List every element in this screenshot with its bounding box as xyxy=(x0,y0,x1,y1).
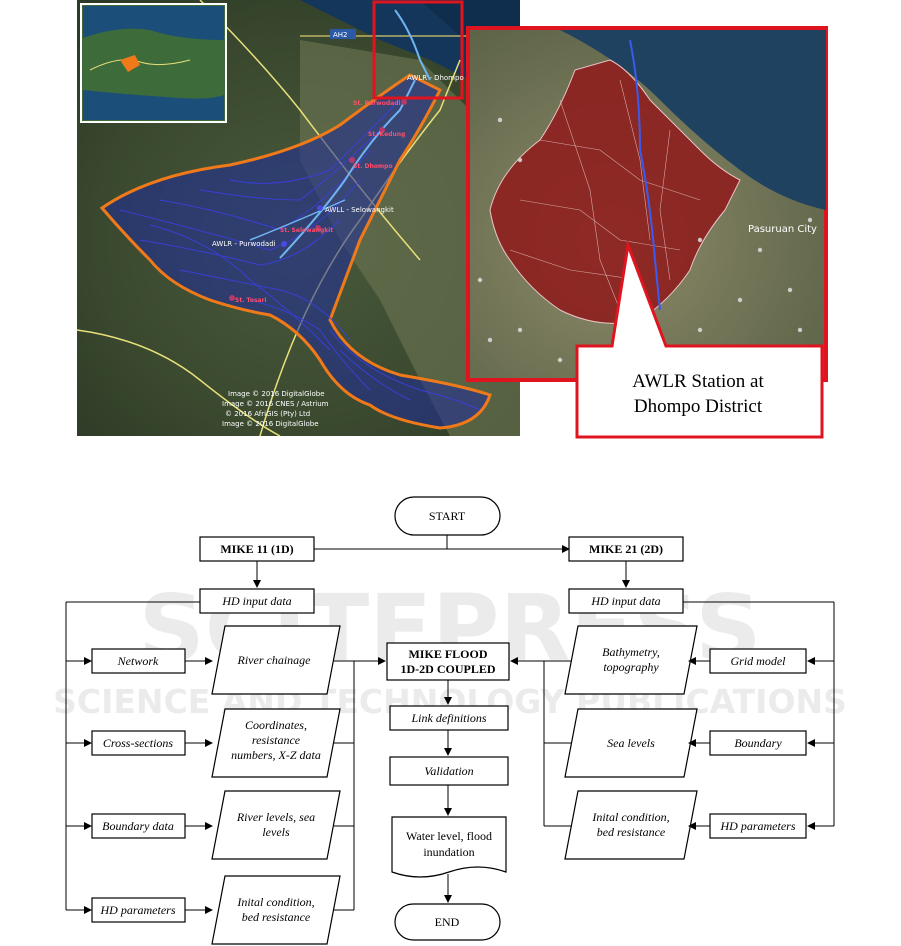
bathymetry-data xyxy=(564,625,698,695)
station-selowangkit-label: St. Selowangkit xyxy=(280,227,333,234)
bathymetry-label-2: topography xyxy=(603,660,659,674)
hd-input-right-box xyxy=(568,588,684,614)
hd-input-left-label: HD input data xyxy=(221,594,291,608)
station-dhompo-label: St. Dhompo xyxy=(353,163,393,170)
initial-condition-right-label-1: Inital condition, xyxy=(591,810,669,824)
hd-input-left-box xyxy=(199,588,315,614)
river-levels-label-1: River levels, sea xyxy=(236,810,315,824)
coordinates-label-1: Coordinates, xyxy=(245,718,307,732)
credit-2: Image © 2016 CNES / Astrium xyxy=(222,400,329,408)
zoom-frame-small xyxy=(372,0,464,100)
river-chainage-data xyxy=(211,625,341,695)
validation-box xyxy=(389,756,509,786)
bathymetry-label-1: Bathymetry, xyxy=(602,645,660,659)
coordinates-label-2: resistance xyxy=(252,733,301,747)
station-awlr-purwodadi-label: AWLR - Purwodadi xyxy=(212,240,276,248)
credit-4: Image © 2016 DigitalGlobe xyxy=(222,420,319,428)
station-kedung-label: St. Kedung xyxy=(368,131,405,138)
link-definitions-label: Link definitions xyxy=(411,711,487,725)
district-zoom-panel: Pasuruan City AWLR Station at Dhompo Dis… xyxy=(466,26,828,439)
link-definitions-box xyxy=(389,705,509,731)
river-levels-data xyxy=(211,790,341,860)
grid-model-label: Grid model xyxy=(731,654,787,668)
callout-line-2: Dhompo District xyxy=(634,396,763,417)
initial-condition-right-label-2: bed resistance xyxy=(597,825,666,839)
boundary-label: Boundary xyxy=(734,736,782,750)
river-levels-label-2: levels xyxy=(262,825,290,839)
initial-condition-left-data xyxy=(211,875,341,945)
station-awll-selowangkit-label: AWLL - Selowangkit xyxy=(325,206,394,214)
start-label: START xyxy=(429,509,466,523)
river-chainage-label: River chainage xyxy=(237,653,312,667)
hd-parameters-left-label: HD parameters xyxy=(100,903,176,917)
inset-map xyxy=(80,3,227,123)
callout-line-1: AWLR Station at xyxy=(632,371,764,392)
sea-levels-label: Sea levels xyxy=(607,736,655,750)
output-line-1: Water level, flood xyxy=(406,829,492,843)
cross-sections-label: Cross-sections xyxy=(103,736,174,750)
main-river xyxy=(279,79,416,259)
flowchart: START MIKE 11 (1D) MIKE 21 (2D) HD input… xyxy=(65,496,835,945)
boundary-data-label: Boundary data xyxy=(102,819,174,833)
mike11-box xyxy=(199,536,315,562)
road-label: AH2 xyxy=(333,31,348,39)
initial-condition-left-label-2: bed resistance xyxy=(242,910,311,924)
mike21-label: MIKE 21 (2D) xyxy=(589,542,663,556)
network-label: Network xyxy=(117,654,159,668)
validation-label: Validation xyxy=(424,764,473,778)
district-area xyxy=(489,59,741,324)
initial-condition-right-data xyxy=(564,790,698,860)
satellite-map: AH2 St. Purwodadi St. Kedung St. Dhompo … xyxy=(76,0,520,437)
station-awlr-dhompo-label: AWLR - Dhompo xyxy=(407,74,464,82)
city-label: Pasuruan City xyxy=(748,224,817,235)
initial-condition-left-label-1: Inital condition, xyxy=(236,895,314,909)
end-terminal xyxy=(394,903,501,941)
boundary-box xyxy=(709,730,807,756)
credit-1: Image © 2016 DigitalGlobe xyxy=(228,390,325,398)
hd-parameters-left-box xyxy=(91,897,186,923)
output-document xyxy=(391,816,507,878)
hd-input-right-label: HD input data xyxy=(590,594,660,608)
hd-parameters-right-box xyxy=(709,813,807,839)
station-purwodadi-label: St. Purwodadi xyxy=(353,100,401,107)
mike-flood-line-2: 1D-2D COUPLED xyxy=(401,662,496,676)
catchment-boundary xyxy=(99,73,492,430)
end-label: END xyxy=(435,915,460,929)
river-network xyxy=(119,99,481,411)
grid-model-box xyxy=(709,648,807,674)
coordinates-label-3: numbers, X-Z data xyxy=(231,748,321,762)
sea-levels-data xyxy=(564,708,698,778)
cross-sections-box xyxy=(91,730,186,756)
mike-flood-line-1: MIKE FLOOD xyxy=(408,647,487,661)
hd-parameters-right-label: HD parameters xyxy=(720,819,796,833)
coordinates-data xyxy=(211,708,341,778)
callout-box xyxy=(575,239,824,439)
credit-3: © 2016 AfriGIS (Pty) Ltd xyxy=(225,410,310,418)
network-box xyxy=(91,648,186,674)
mike11-label: MIKE 11 (1D) xyxy=(220,542,293,556)
station-tosari-label: St. Tosari xyxy=(235,297,267,304)
output-line-2: inundation xyxy=(423,845,474,859)
